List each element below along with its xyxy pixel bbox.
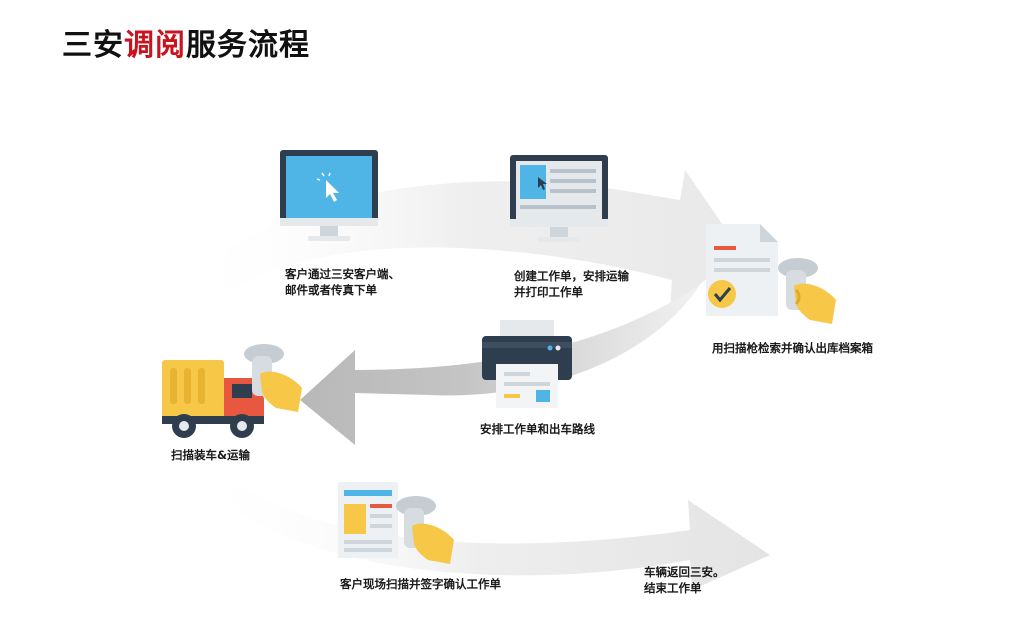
- title-prefix: 三安: [62, 28, 124, 63]
- step-label-line: 邮件或者传真下单: [285, 283, 377, 297]
- step-label-scan-check: 用扫描枪检索并确认出库档案箱: [712, 340, 873, 356]
- step-label-line: 结束工作单: [644, 581, 702, 595]
- step-label-line: 并打印工作单: [514, 285, 583, 299]
- computer-cursor-icon: [280, 150, 378, 241]
- top-flow-arrow: [180, 170, 740, 310]
- title-highlight: 调阅: [124, 28, 186, 63]
- step-label-line: 扫描装车&运输: [171, 448, 251, 462]
- computer-document-icon: [510, 155, 608, 242]
- truck-scanner-icon: [162, 344, 302, 438]
- step-label-schedule: 安排工作单和出车路线: [480, 421, 595, 437]
- step-label-line: 客户通过三安客户端、: [285, 267, 400, 281]
- document-scanner-icon: [338, 482, 454, 564]
- step-label-line: 安排工作单和出车路线: [480, 422, 595, 436]
- title-suffix: 服务流程: [186, 28, 310, 63]
- step-label-sign: 客户现场扫描并签字确认工作单: [340, 576, 501, 592]
- step-label-return: 车辆返回三安。 结束工作单: [644, 564, 725, 596]
- step-label-order: 客户通过三安客户端、 邮件或者传真下单: [285, 266, 400, 298]
- step-label-line: 客户现场扫描并签字确认工作单: [340, 577, 501, 591]
- step-label-load: 扫描装车&运输: [171, 447, 250, 463]
- step-label-create: 创建工作单，安排运输 并打印工作单: [514, 268, 629, 300]
- step-label-line: 车辆返回三安。: [644, 565, 725, 579]
- page-title: 三安调阅服务流程: [62, 20, 310, 64]
- scanner-checklist-icon: [706, 224, 836, 324]
- printer-icon: [482, 320, 572, 408]
- step-label-line: 创建工作单，安排运输: [514, 269, 629, 283]
- bottom-flow-arrow: [190, 460, 770, 590]
- step-label-line: 用扫描枪检索并确认出库档案箱: [712, 341, 873, 355]
